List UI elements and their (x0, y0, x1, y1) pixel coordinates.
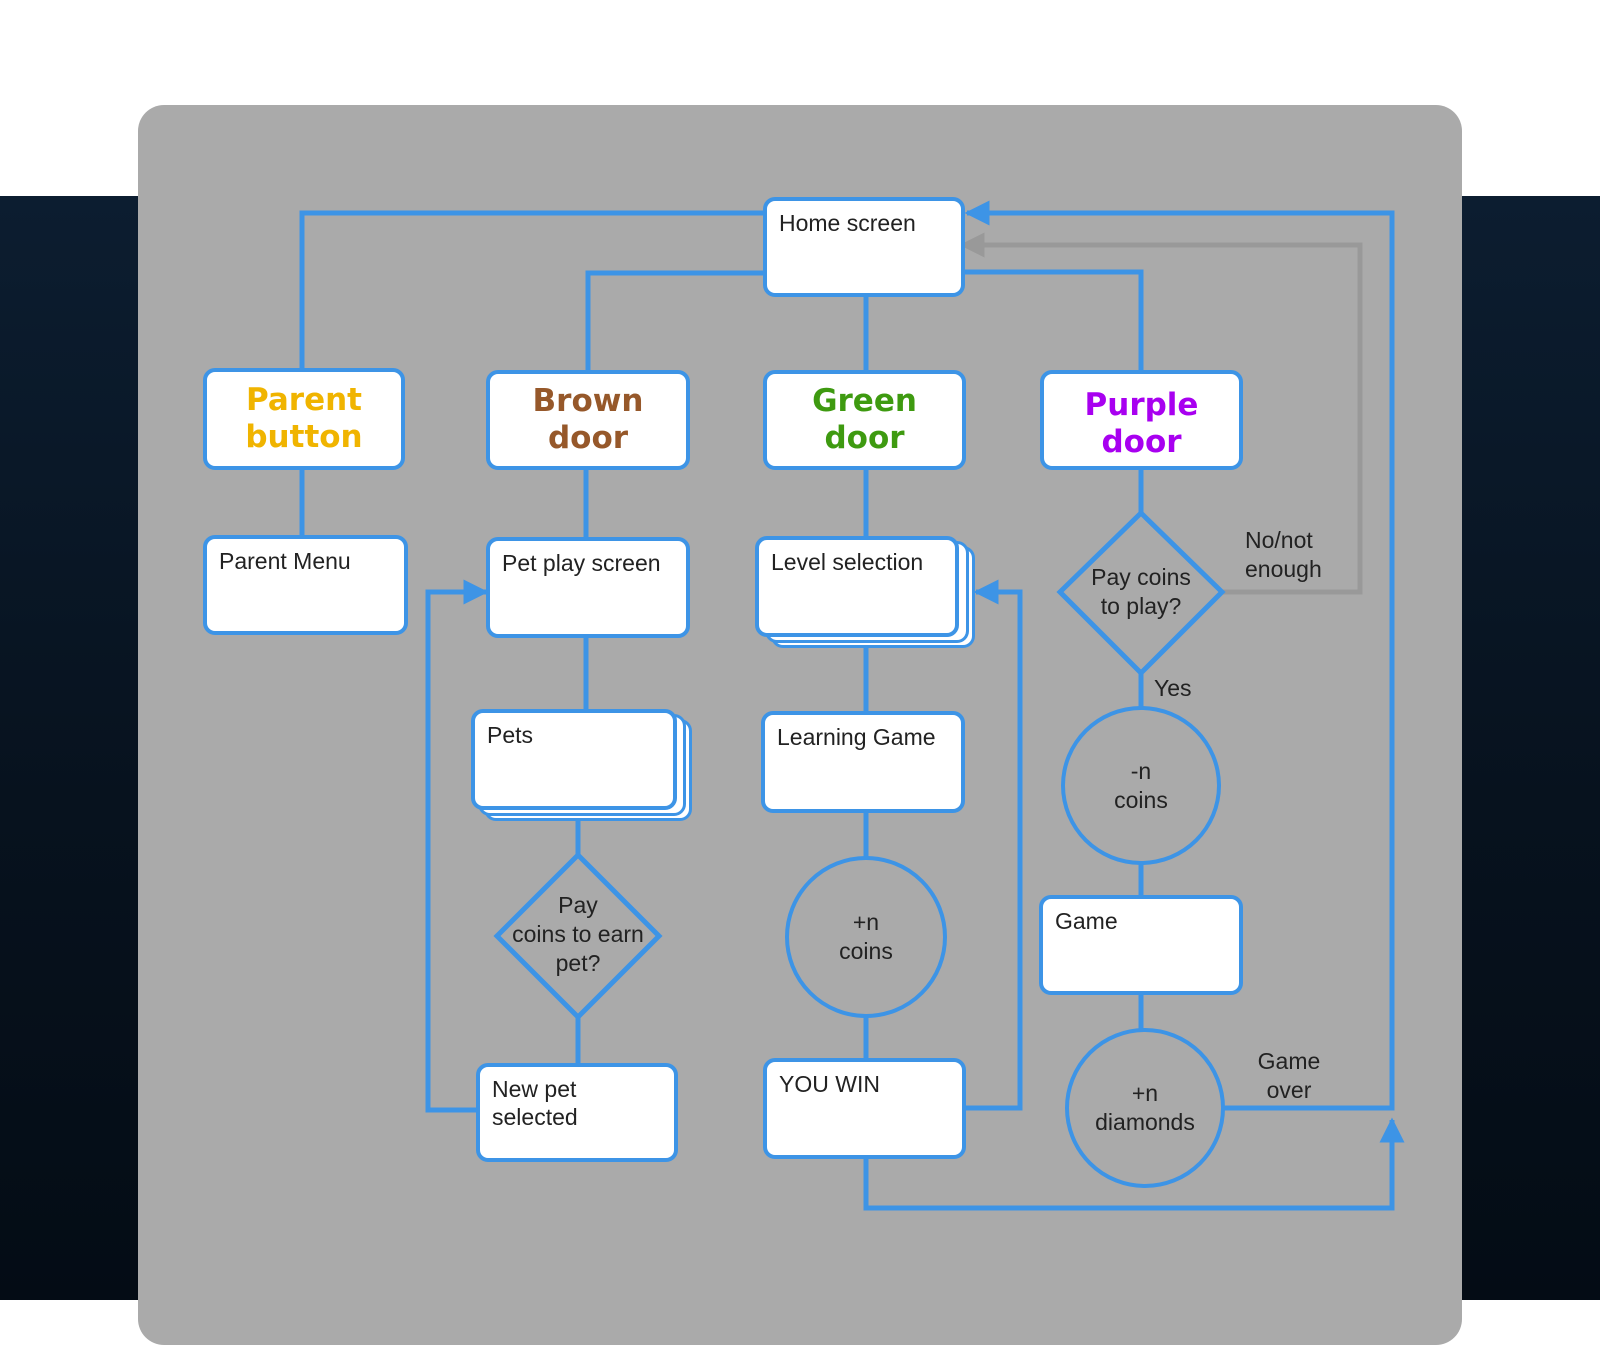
plus-coins-line1: +n (852, 909, 880, 935)
edge-label-game-over-line1: Game (1257, 1048, 1321, 1074)
decision-diamond-pay-to-play (1056, 509, 1226, 677)
green-door-label-line1: Green (812, 383, 917, 419)
game-label: Game (1055, 908, 1118, 934)
plus-diamonds-circle: +n diamonds (1065, 1028, 1225, 1188)
home-screen-node: Home screen (763, 197, 965, 297)
brown-door-label-line2: door (547, 420, 629, 456)
home-screen-label: Home screen (779, 210, 916, 236)
plus-coins-circle: +n coins (785, 856, 947, 1018)
learning-game-label: Learning Game (777, 724, 936, 750)
learning-game-node: Learning Game (761, 711, 965, 813)
edge-you-win-to-home (863, 1117, 1405, 1211)
edge-home-to-parent-button (299, 210, 765, 370)
purple-door-node: Purple door (1040, 370, 1243, 470)
pay-coins-to-play-label: Pay coins to play? (1071, 563, 1211, 621)
you-win-label: YOU WIN (779, 1071, 880, 1097)
parent-menu-node: Parent Menu (203, 535, 408, 635)
green-door-node: Green door (763, 370, 966, 470)
plus-diamonds-line2: diamonds (1095, 1109, 1195, 1135)
edge-home-to-purple-door (962, 269, 1144, 370)
parent-menu-label: Parent Menu (219, 548, 351, 574)
pay-coins-earn-pet-line3: pet? (555, 950, 601, 976)
brown-door-label-line1: Brown (532, 383, 644, 419)
minus-coins-line1: -n (1130, 757, 1152, 784)
plus-diamonds-line1: +n (1131, 1080, 1159, 1106)
pet-play-screen-node: Pet play screen (486, 537, 690, 638)
edge-home-to-brown-door (585, 270, 765, 370)
edge-you-win-loop-to-level-selection (962, 579, 1023, 1111)
pets-node: Pets (471, 709, 677, 810)
parent-button-node: Parent button (203, 368, 405, 470)
edge-game-over-to-home (964, 200, 1395, 1111)
connector-layer (299, 200, 1405, 1211)
decision-diamond-earn-pet (493, 851, 663, 1021)
green-door-label-line2: door (824, 420, 905, 456)
you-win-node: YOU WIN (763, 1058, 966, 1159)
brown-door-node: Brown door (486, 370, 690, 470)
edge-label-yes: Yes (1154, 674, 1192, 703)
edge-label-no-not-enough-line2: enough (1245, 556, 1322, 582)
new-pet-selected-node: New pet selected (476, 1063, 678, 1162)
level-selection-node: Level selection (755, 536, 959, 637)
edge-no-not-enough-to-home (959, 232, 1363, 595)
minus-coins-line2: coins (1114, 786, 1168, 813)
parent-button-label-line2: button (245, 419, 363, 455)
edge-label-game-over: Game over (1248, 1047, 1330, 1105)
purple-door-label-line2: door (1101, 424, 1182, 460)
pay-coins-to-play-line1: Pay coins (1091, 564, 1191, 590)
pay-coins-earn-pet-label: Pay coins to earn pet? (493, 891, 663, 978)
pay-coins-earn-pet-line1: Pay (558, 892, 598, 918)
new-pet-selected-line1: New pet (492, 1076, 577, 1102)
minus-coins-circle: -n coins (1061, 706, 1221, 865)
edge-label-no-not-enough: No/not enough (1245, 526, 1322, 584)
edge-label-no-not-enough-line1: No/not (1245, 527, 1313, 553)
edge-new-pet-loop-to-pet-play (425, 579, 489, 1113)
purple-door-label-line1: Purple (1084, 387, 1199, 423)
new-pet-selected-line2: selected (492, 1104, 578, 1130)
game-node: Game (1039, 895, 1243, 995)
edge-label-game-over-line2: over (1266, 1077, 1312, 1103)
pet-play-screen-label: Pet play screen (502, 550, 661, 576)
parent-button-label-line1: Parent (245, 382, 362, 418)
edge-label-yes-text: Yes (1154, 675, 1192, 701)
level-selection-label: Level selection (771, 549, 924, 575)
pay-coins-to-play-line2: to play? (1100, 593, 1182, 619)
pay-coins-earn-pet-line2: coins to earn (512, 921, 644, 947)
pets-label: Pets (487, 722, 534, 748)
plus-coins-line2: coins (839, 938, 893, 964)
